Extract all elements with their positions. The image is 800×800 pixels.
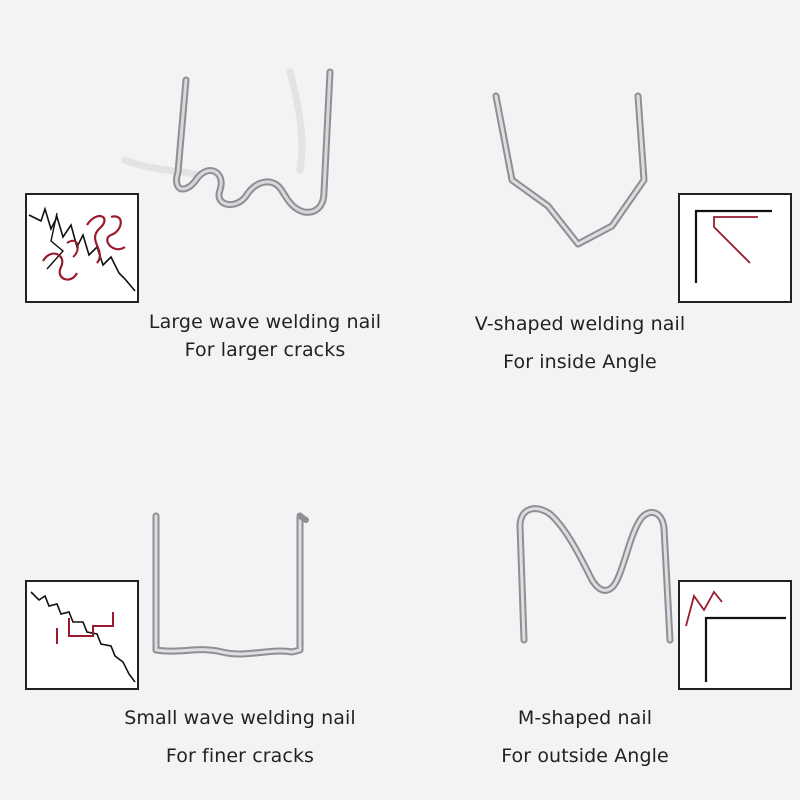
product-use: For outside Angle — [501, 745, 669, 767]
v-shaped-nail — [492, 92, 648, 248]
small-wave-nail — [152, 512, 309, 658]
inside-angle-diagram — [678, 193, 792, 303]
crack-small-wave-diagram — [25, 580, 139, 690]
m-shaped-nail — [516, 505, 674, 644]
small-wave-caption: Small wave welding nail For finer cracks — [95, 704, 385, 770]
product-use: For finer cracks — [165, 745, 315, 767]
large-wave-caption: Large wave welding nail For larger crack… — [120, 308, 410, 364]
shadow-large-wave — [121, 156, 204, 179]
large-wave-nail — [173, 68, 334, 216]
product-name: V-shaped welding nail — [474, 313, 686, 335]
outside-angle-diagram — [678, 580, 792, 690]
m-shaped-caption: M-shaped nail For outside Angle — [440, 704, 730, 770]
product-use: For inside Angle — [503, 351, 657, 373]
product-name: M-shaped nail — [517, 707, 653, 729]
product-name: Large wave welding nail — [148, 311, 382, 333]
v-shaped-caption: V-shaped welding nail For inside Angle — [430, 310, 730, 376]
product-name: Small wave welding nail — [124, 707, 356, 729]
product-use: For larger cracks — [184, 339, 346, 361]
crack-wave-diagram — [25, 193, 139, 303]
shadow-large-wave-leg — [286, 68, 306, 174]
